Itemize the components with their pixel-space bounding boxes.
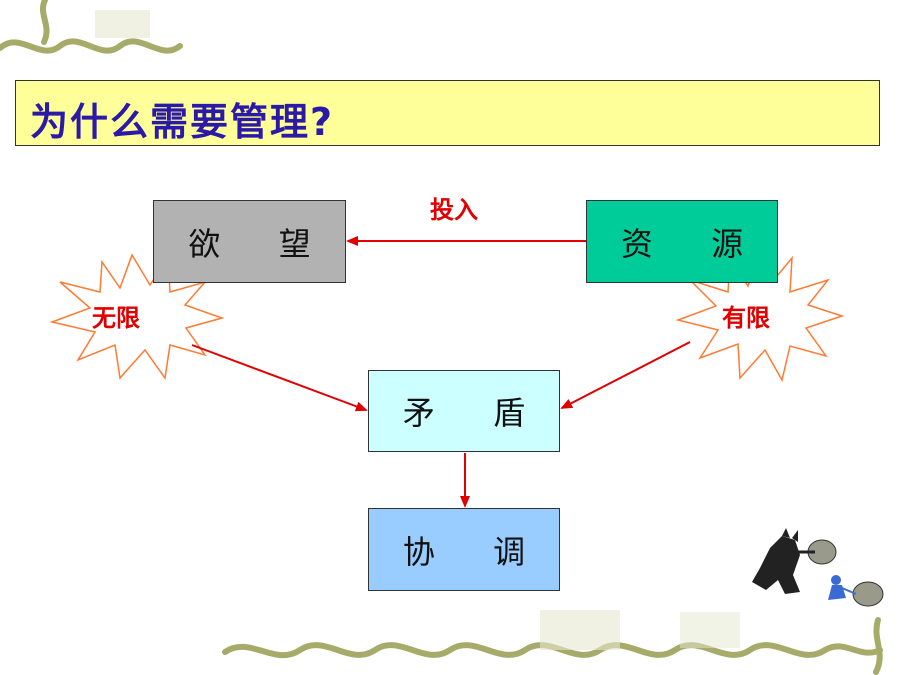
page-title: 为什么需要管理? (30, 100, 335, 144)
box-resource: 资 源 (586, 200, 778, 283)
box-coordination-label: 协 调 (402, 532, 550, 571)
box-coordination: 协 调 (368, 508, 560, 591)
title-bar: 为什么需要管理? (15, 80, 880, 146)
burst-icon (49, 253, 225, 380)
box-conflict: 矛 盾 (368, 370, 560, 452)
label-input: 投入 (430, 196, 478, 224)
arrow-limited-to-conflict (560, 341, 691, 409)
cat-and-mouse-clipart-icon (752, 528, 884, 607)
arrow-unlimited-to-conflict (191, 344, 368, 412)
label-limited: 有限 (722, 304, 770, 332)
box-resource-label: 资 源 (620, 224, 768, 263)
box-conflict-label: 矛 盾 (402, 394, 550, 432)
burst-icon (675, 247, 845, 383)
box-desire-label: 欲 望 (188, 224, 335, 263)
label-unlimited: 无限 (92, 304, 140, 332)
box-desire: 欲 望 (153, 200, 346, 283)
